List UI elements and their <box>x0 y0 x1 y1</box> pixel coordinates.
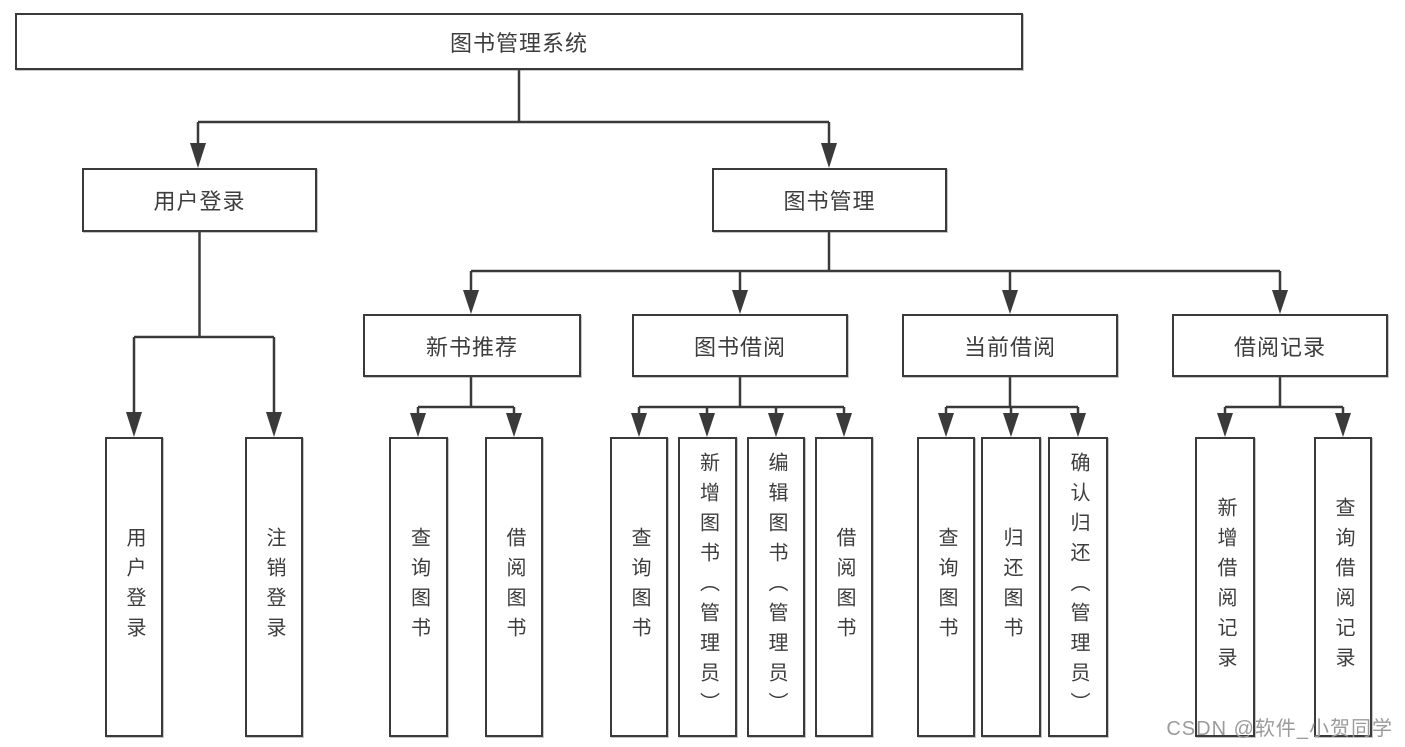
connector-root <box>196 70 831 145</box>
arrowhead <box>938 413 954 437</box>
leaf-add-borrow-record-label: 新增借阅记录 <box>1214 497 1236 677</box>
leaf-return-books-label: 归还图书 <box>1000 527 1022 647</box>
leaf-user-login: 用户登录 <box>105 437 163 737</box>
arrowhead <box>1003 413 1019 437</box>
leaf-user-login-label: 用户登录 <box>123 527 145 647</box>
leaf-query-books-newbooks: 查询图书 <box>389 437 448 737</box>
node-new-book-recommend-label: 新书推荐 <box>425 334 518 360</box>
leaf-query-borrow-record-label: 查询借阅记录 <box>1332 497 1354 677</box>
leaf-add-books-admin: 新增图书（管理员） <box>678 437 737 737</box>
arrowhead <box>821 143 837 168</box>
leaf-edit-books-admin: 编辑图书（管理员） <box>747 437 805 737</box>
leaf-borrow-books-newbooks-label: 借阅图书 <box>503 527 525 647</box>
arrowhead <box>266 412 282 437</box>
arrowhead <box>126 412 142 437</box>
connector-records <box>1223 377 1345 414</box>
arrowhead <box>1002 290 1018 314</box>
leaf-borrow-books-newbooks: 借阅图书 <box>485 437 543 737</box>
connector-current <box>944 377 1080 414</box>
node-book-management-label: 图书管理 <box>783 189 876 214</box>
connector-borrow <box>637 377 846 414</box>
leaf-borrow-books-label: 借阅图书 <box>833 527 855 647</box>
node-user-login-label: 用户登录 <box>153 189 246 214</box>
arrowhead <box>631 413 647 437</box>
leaf-logout-label: 注销登录 <box>263 527 285 647</box>
leaf-edit-books-admin-label: 编辑图书（管理员） <box>765 452 787 722</box>
arrowhead <box>836 413 852 437</box>
leaf-query-books-borrow-label: 查询图书 <box>628 527 650 647</box>
leaf-borrow-books: 借阅图书 <box>815 437 873 737</box>
node-book-borrow-label: 图书借阅 <box>693 334 786 360</box>
leaf-add-borrow-record: 新增借阅记录 <box>1195 437 1255 737</box>
leaf-query-books-current: 查询图书 <box>917 437 975 737</box>
leaf-query-books-borrow: 查询图书 <box>610 437 668 737</box>
arrowhead <box>732 290 748 314</box>
arrowhead <box>410 413 426 437</box>
leaf-query-books-current-label: 查询图书 <box>935 527 957 647</box>
leaf-confirm-return-admin: 确认归还（管理员） <box>1048 437 1108 737</box>
arrowhead <box>1217 413 1233 437</box>
arrowhead <box>768 413 784 437</box>
arrowhead <box>506 413 522 437</box>
arrowhead <box>190 143 206 168</box>
node-borrow-records: 借阅记录 <box>1172 314 1388 377</box>
node-book-management: 图书管理 <box>712 168 947 232</box>
node-book-borrow: 图书借阅 <box>632 314 848 377</box>
node-borrow-records-label: 借阅记录 <box>1233 334 1326 360</box>
arrowheads <box>126 143 1351 437</box>
arrowhead <box>699 413 715 437</box>
node-root-label: 图书管理系统 <box>449 30 588 56</box>
arrowhead <box>463 290 479 314</box>
arrowhead <box>1335 413 1351 437</box>
connector-lines <box>132 70 1345 414</box>
watermark: CSDN @软件_小贺同学 <box>1166 718 1393 740</box>
arrowhead <box>1070 413 1086 437</box>
leaf-query-borrow-record: 查询借阅记录 <box>1314 437 1372 737</box>
leaf-confirm-return-admin-label: 确认归还（管理员） <box>1067 452 1089 722</box>
node-root: 图书管理系统 <box>15 13 1023 70</box>
node-current-borrow: 当前借阅 <box>902 314 1118 377</box>
arrowhead <box>1272 290 1288 314</box>
connector-user-login <box>132 232 276 414</box>
connector-book-mgmt <box>469 232 1282 291</box>
leaf-logout: 注销登录 <box>245 437 303 737</box>
leaf-add-books-admin-label: 新增图书（管理员） <box>696 452 719 722</box>
node-user-login: 用户登录 <box>82 168 317 232</box>
leaf-query-books-newbooks-label: 查询图书 <box>407 527 430 647</box>
node-new-book-recommend: 新书推荐 <box>363 314 581 377</box>
leaf-return-books: 归还图书 <box>981 437 1041 737</box>
connector-new-books <box>416 377 516 414</box>
node-current-borrow-label: 当前借阅 <box>963 334 1056 360</box>
